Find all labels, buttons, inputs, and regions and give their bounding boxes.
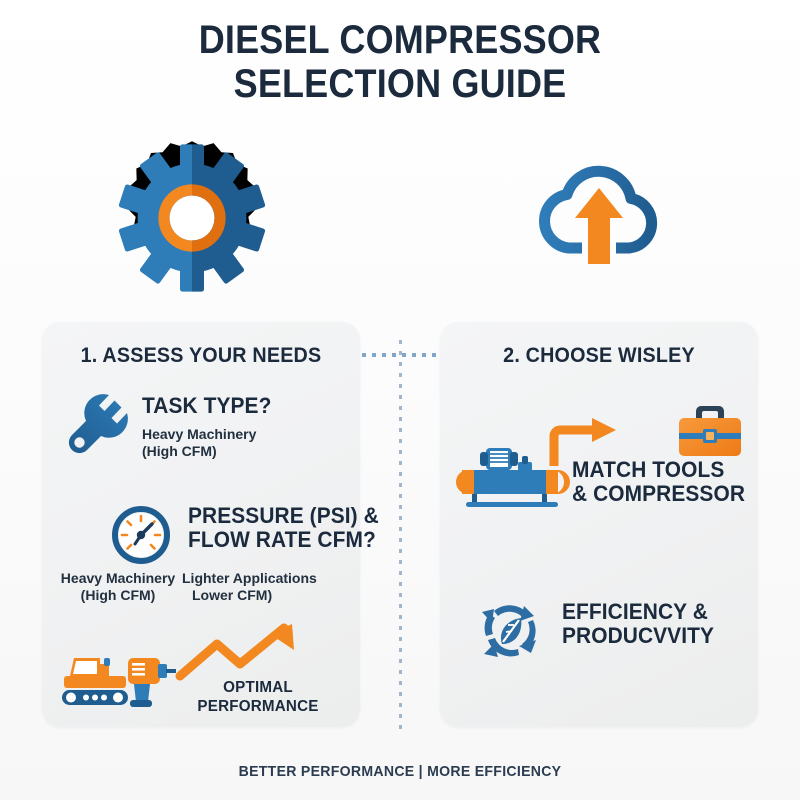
machines-icon-group [54,650,176,712]
wrench-icon [60,392,132,468]
footer-tagline: BETTER PERFORMANCE | MORE EFFICIENCY [238,763,562,780]
growth-arrow-icon [172,622,347,684]
panel-choose-wisely: 2. CHOOSE WISLEY [440,322,758,727]
row-efficiency: EFFICIENCY & PRODUCVVITY [474,594,754,674]
row-task-type: TASK TYPE? Heavy Machinery (High CFM) [60,390,342,472]
row-match-tools: MATCH TOOLS & COMPRESSOR [450,402,750,512]
pressure-left-sub-1: Heavy Machinery [60,570,176,586]
elbow-arrow-icon [546,418,626,472]
optimal-caption-line-2: PERFORMANCE [197,698,319,715]
page-title: DIESEL COMPRESSOR SELECTION GUIDE [0,18,800,106]
pressure-heading-line-2: FLOW RATE CFM? [188,527,376,552]
pressure-right-sub-1: Lighter Applications [182,570,317,586]
air-compressor-icon [456,436,574,508]
panel-left-heading: 1. ASSESS YOUR NEEDS [80,344,322,367]
optimal-caption-line-1: OPTIMAL [223,679,293,696]
panel-divider [399,340,402,730]
page-title-line-2: SELECTION GUIDE [233,62,567,106]
page-title-line-1: DIESEL COMPRESSOR [198,18,602,62]
pressure-left-sub-2: (High CFM) [80,587,156,603]
pressure-heading-line-1: PRESSURE (PSI) & [188,503,379,528]
power-drill-icon [128,658,176,707]
task-type-heading: TASK TYPE? [142,393,272,418]
panel-right-heading: 2. CHOOSE WISLEY [503,344,695,367]
row-optimal-performance: OPTIMAL PERFORMANCE [50,622,352,722]
hero-graphic-row [0,138,800,362]
toolbox-icon [675,402,745,460]
task-type-sub-2: (High CFM) [142,443,217,459]
pressure-right-sub-2: Lower CFM) [192,587,273,603]
pressure-gauge-icon [110,504,172,566]
task-type-sub-1: Heavy Machinery [142,426,257,442]
recycle-leaf-icon [474,594,546,666]
row-pressure-flow: PRESSURE (PSI) & FLOW RATE CFM? Heavy Ma… [48,504,379,614]
cloud-upload-icon [524,152,674,282]
panel-assess-your-needs: 1. ASSESS YOUR NEEDS [42,322,379,727]
efficiency-line-1: EFFICIENCY & [562,599,708,624]
match-tools-line-2: & COMPRESSOR [572,481,746,506]
gear-icon [112,138,272,298]
efficiency-line-2: PRODUCVVITY [562,623,715,648]
bulldozer-icon [62,658,128,705]
match-tools-line-1: MATCH TOOLS [572,457,725,482]
